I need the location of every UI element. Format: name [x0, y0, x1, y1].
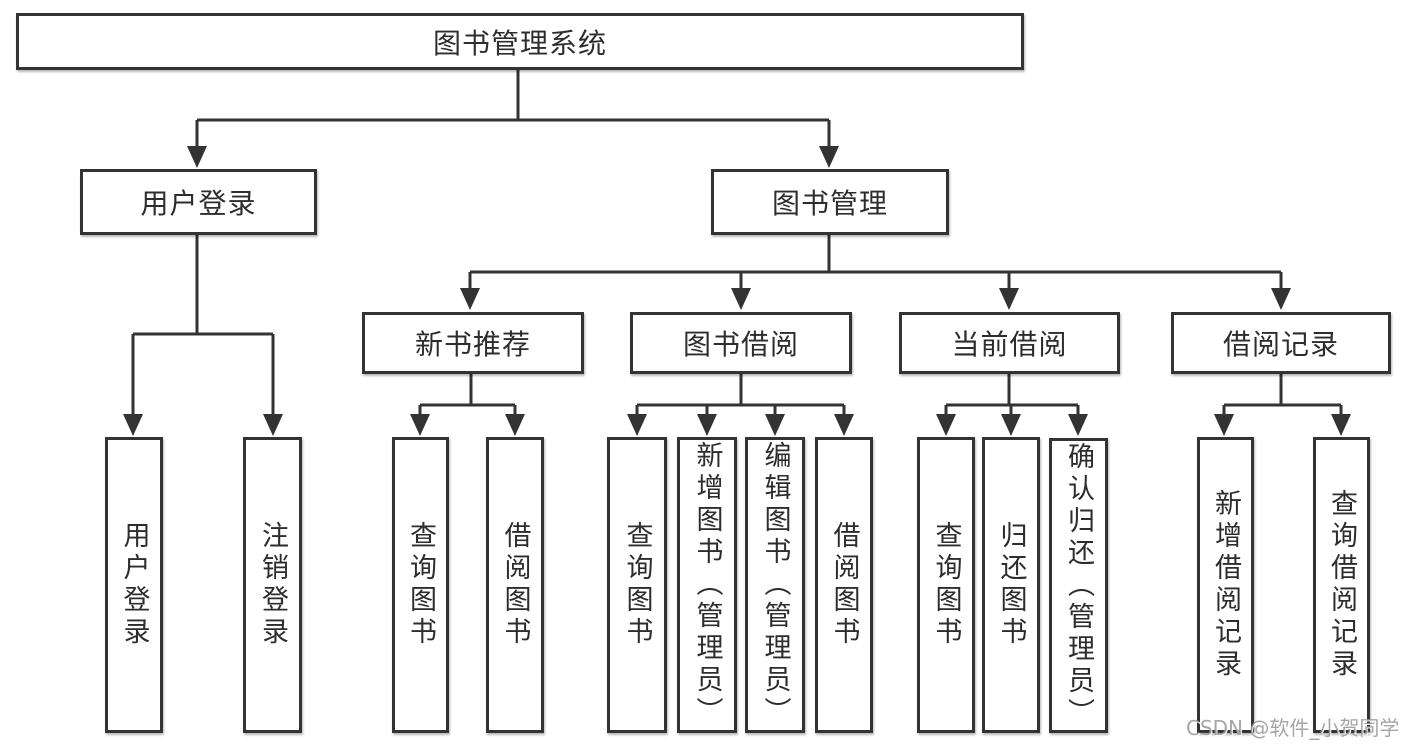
leaf-borrow-books: 借阅图书 [815, 437, 873, 733]
node-new-book-recommend: 新书推荐 [362, 312, 584, 374]
leaf-query-borrow-record-label: 查询借阅记录 [1326, 489, 1357, 681]
leaf-logout-label: 注销登录 [257, 521, 288, 649]
leaf-query-borrow-record: 查询借阅记录 [1313, 437, 1370, 733]
node-current-borrow-label: 当前借阅 [951, 328, 1068, 361]
leaf-confirm-return-admin-label: 确认归还（管理员） [1063, 441, 1094, 730]
leaf-query-books-current: 查询图书 [917, 437, 975, 733]
leaf-add-books-admin-label: 新增图书（管理员） [691, 441, 723, 729]
node-current-borrow: 当前借阅 [899, 312, 1120, 374]
leaf-add-borrow-record: 新增借阅记录 [1197, 437, 1254, 733]
leaf-query-books-borrow-label: 查询图书 [621, 521, 653, 649]
leaf-user-login-label: 用户登录 [118, 521, 150, 649]
leaf-borrow-books-recommend: 借阅图书 [486, 437, 544, 733]
node-user-login: 用户登录 [80, 169, 317, 235]
leaf-return-books-label: 归还图书 [995, 521, 1027, 649]
leaf-edit-books-admin-label: 编辑图书（管理员） [759, 441, 791, 729]
leaf-add-borrow-record-label: 新增借阅记录 [1210, 489, 1241, 681]
node-root-system-label: 图书管理系统 [432, 26, 607, 60]
node-new-book-recommend-label: 新书推荐 [414, 328, 531, 361]
leaf-edit-books-admin: 编辑图书（管理员） [745, 437, 805, 733]
leaf-query-books-recommend-label: 查询图书 [405, 521, 436, 649]
node-borrow-records-label: 借阅记录 [1222, 328, 1339, 361]
leaf-borrow-books-recommend-label: 借阅图书 [499, 521, 531, 649]
leaf-borrow-books-label: 借阅图书 [828, 521, 860, 649]
node-book-management-label: 图书管理 [771, 187, 888, 220]
node-book-management: 图书管理 [711, 169, 949, 235]
leaf-add-books-admin: 新增图书（管理员） [677, 437, 737, 733]
leaf-return-books: 归还图书 [982, 437, 1040, 733]
leaf-user-login: 用户登录 [105, 437, 163, 733]
node-root-system: 图书管理系统 [16, 13, 1024, 70]
arrowheads [123, 146, 1351, 436]
leaf-logout: 注销登录 [243, 437, 302, 733]
node-book-borrow: 图书借阅 [630, 312, 852, 374]
leaf-query-books-borrow: 查询图书 [607, 437, 667, 733]
node-user-login-label: 用户登录 [140, 187, 257, 220]
node-borrow-records: 借阅记录 [1171, 312, 1391, 374]
csdn-watermark: CSDN @软件_小贺同学 [1186, 716, 1400, 740]
leaf-confirm-return-admin: 确认归还（管理员） [1049, 438, 1108, 733]
leaf-query-books-recommend: 查询图书 [392, 437, 449, 733]
leaf-query-books-current-label: 查询图书 [930, 521, 962, 649]
node-book-borrow-label: 图书借阅 [682, 328, 799, 361]
